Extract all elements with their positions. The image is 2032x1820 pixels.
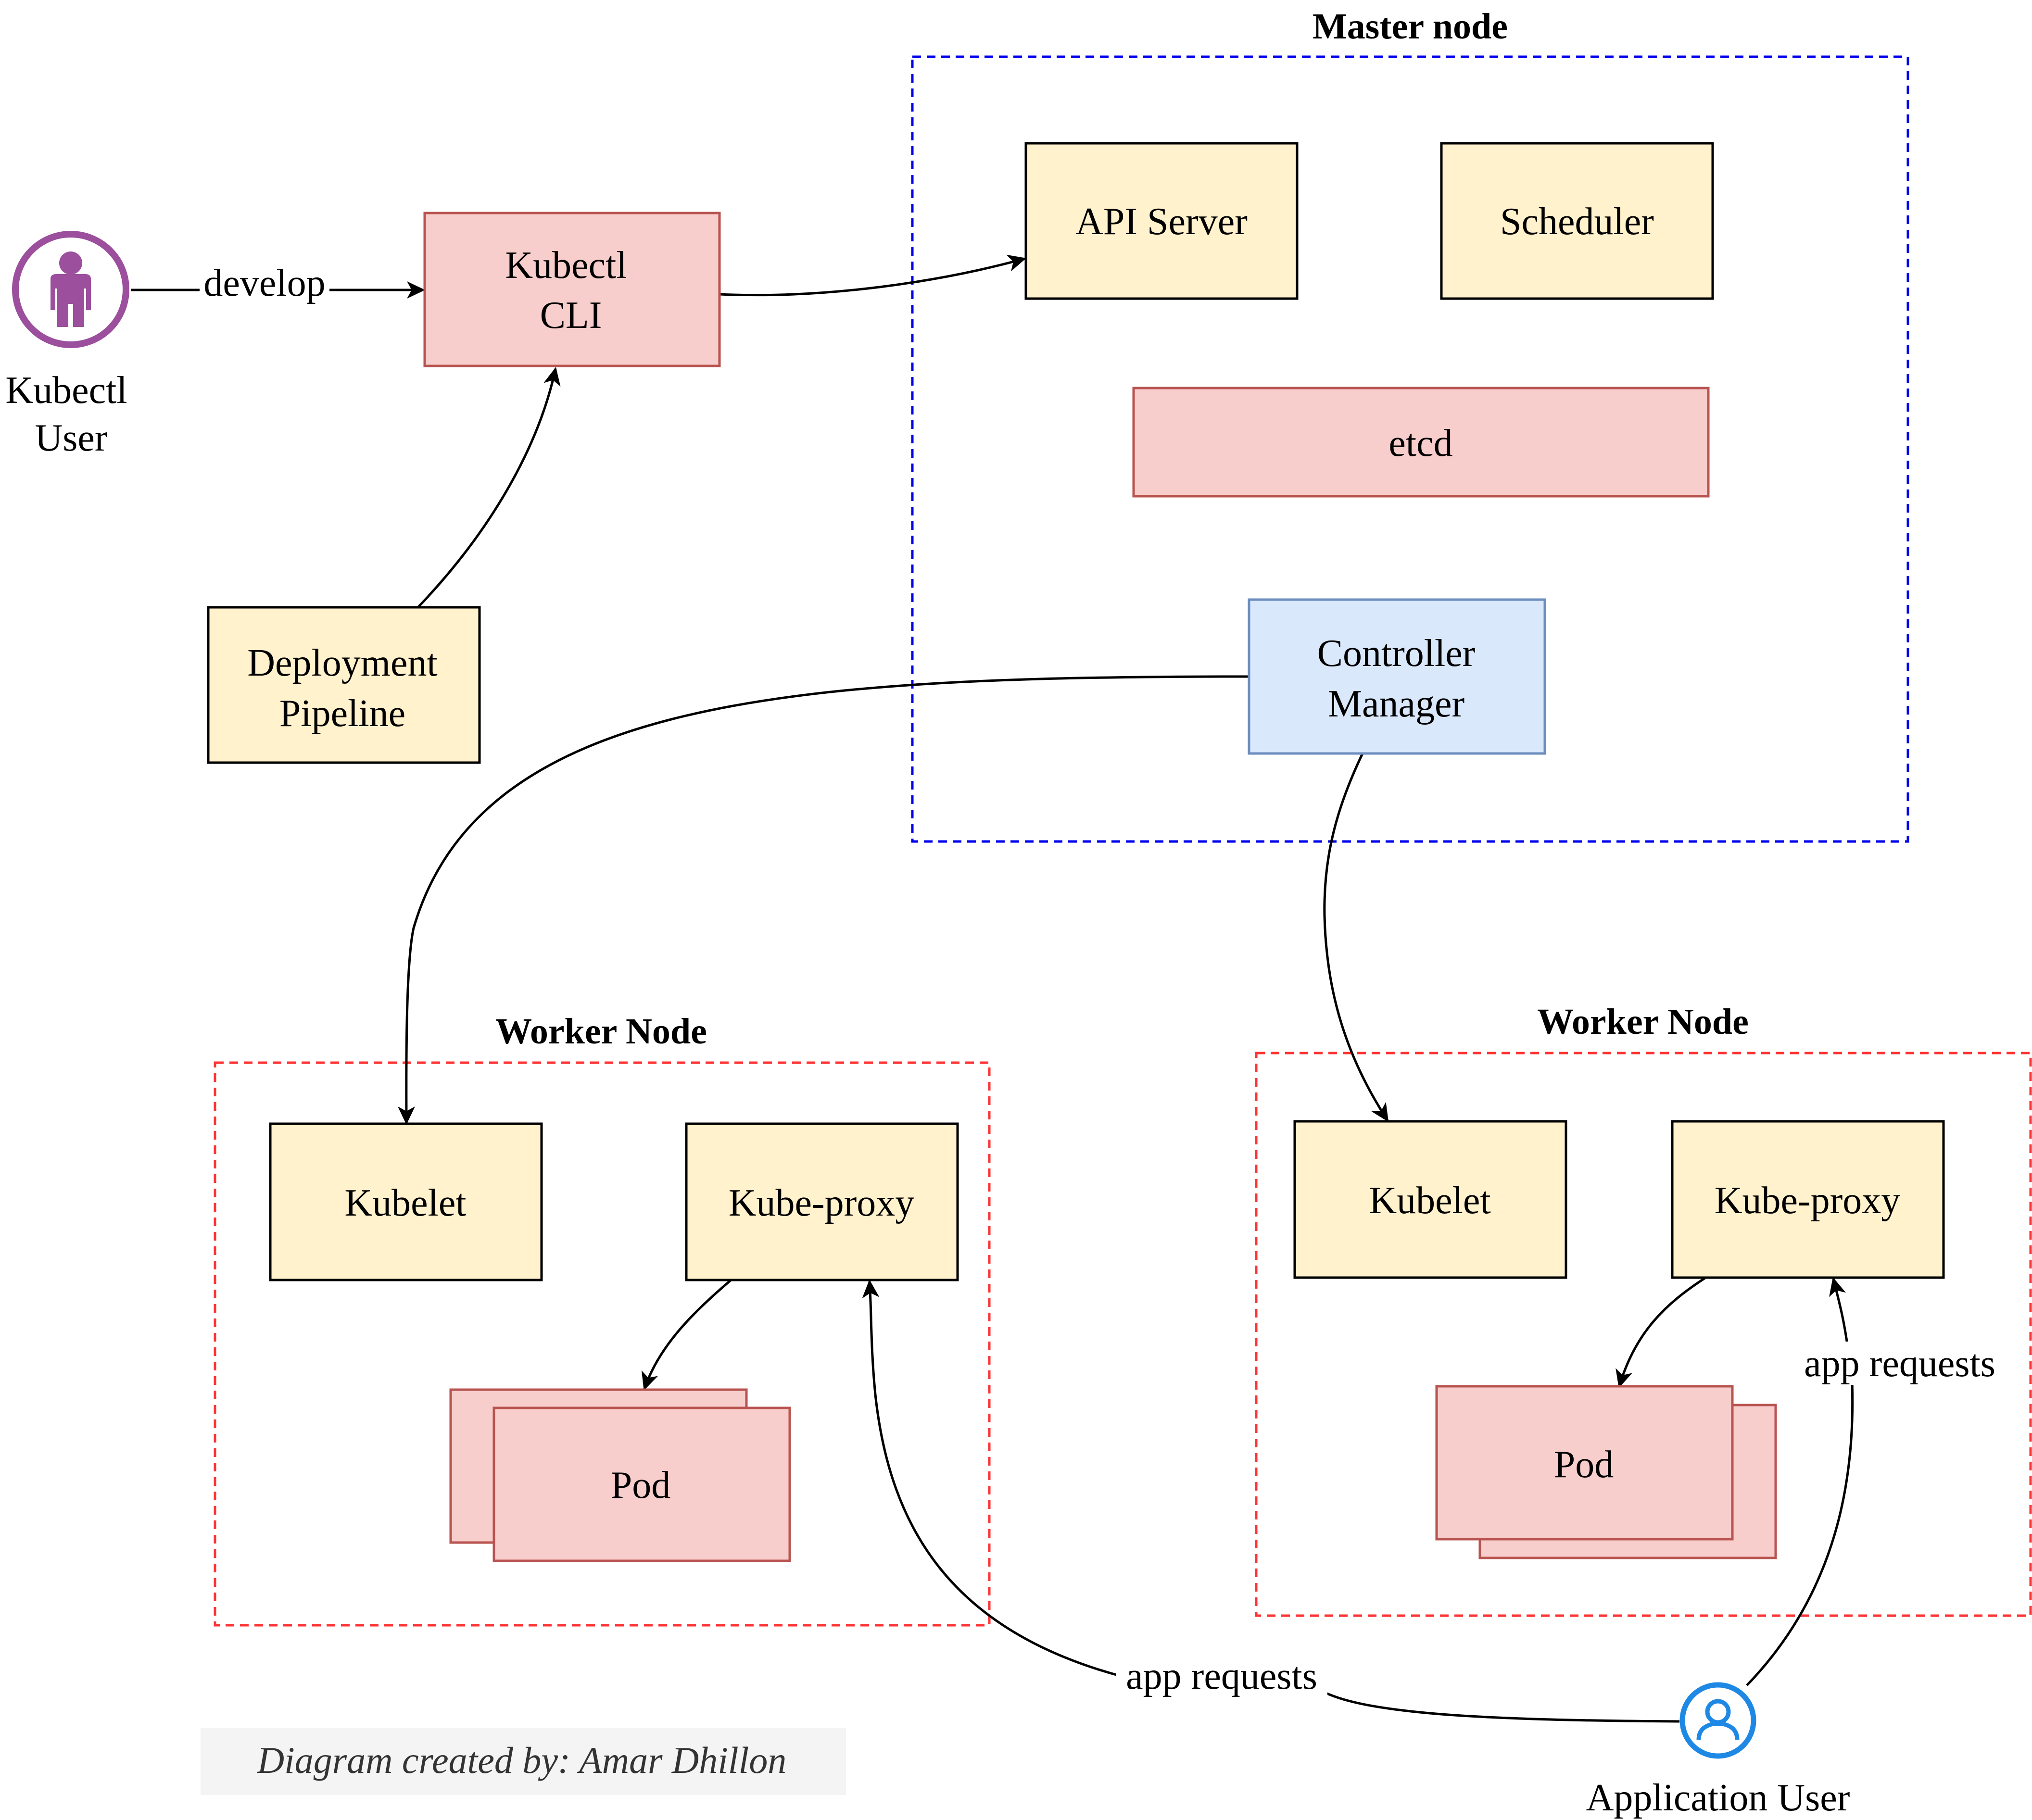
edge-left-proxy-to-pod bbox=[641, 1279, 732, 1391]
kubectl-user-label-line1: Kubectl bbox=[5, 369, 127, 412]
worker-node-right-border bbox=[1255, 1052, 2032, 1617]
application-user: Application User bbox=[1586, 1682, 1850, 1819]
kubectl-cli-box[interactable]: Kubectl CLI bbox=[423, 212, 721, 367]
credit-box: Diagram created by: Amar Dhillon bbox=[201, 1728, 846, 1795]
deployment-pipeline-box[interactable]: Deployment Pipeline bbox=[207, 606, 481, 764]
master-node-group: Master node bbox=[911, 6, 1909, 843]
right-kubelet-box[interactable]: Kubelet bbox=[1293, 1120, 1567, 1279]
kubectl-user-label-line2: User bbox=[35, 417, 107, 459]
edge-cli-to-api-server bbox=[719, 254, 1026, 297]
edge-labels: develop app requests app requests bbox=[200, 262, 2008, 1697]
controller-manager-label-line1: Controller bbox=[1317, 632, 1476, 675]
deployment-pipeline-label-line2: Pipeline bbox=[279, 692, 405, 735]
left-pod-label: Pod bbox=[611, 1464, 671, 1506]
edge-controller-to-left-kubelet bbox=[397, 675, 1249, 1125]
right-pod-stack[interactable]: Pod bbox=[1435, 1385, 1777, 1559]
left-pod-stack[interactable]: Pod bbox=[449, 1388, 791, 1562]
person-icon-figure bbox=[50, 251, 91, 327]
application-user-label: Application User bbox=[1586, 1777, 1850, 1819]
scheduler-label: Scheduler bbox=[1500, 201, 1654, 243]
app-requests-left-label-bg bbox=[1116, 1654, 1327, 1697]
right-kubelet-label: Kubelet bbox=[1369, 1180, 1490, 1222]
worker-node-left-border bbox=[214, 1061, 991, 1627]
api-server-box[interactable]: API Server bbox=[1024, 142, 1299, 300]
user-outline-figure bbox=[1696, 1699, 1740, 1740]
develop-label-bg bbox=[200, 267, 329, 310]
left-kubelet-label: Kubelet bbox=[344, 1182, 466, 1224]
api-server-label: API Server bbox=[1075, 201, 1248, 243]
left-kubelet-box[interactable]: Kubelet bbox=[269, 1122, 543, 1281]
deployment-pipeline-label-line1: Deployment bbox=[247, 642, 437, 684]
kubectl-cli-label-line1: Kubectl bbox=[505, 244, 627, 287]
worker-node-left-title: Worker Node bbox=[495, 1011, 707, 1052]
scheduler-box[interactable]: Scheduler bbox=[1440, 142, 1714, 300]
etcd-label: etcd bbox=[1388, 422, 1452, 464]
master-node-title: Master node bbox=[1313, 6, 1508, 47]
edge-right-proxy-to-pod bbox=[1616, 1277, 1706, 1388]
app-requests-left-label: app requests bbox=[1126, 1655, 1317, 1697]
right-kube-proxy-box[interactable]: Kube-proxy bbox=[1671, 1120, 1945, 1279]
master-node-border bbox=[911, 55, 1909, 843]
left-kube-proxy-box[interactable]: Kube-proxy bbox=[685, 1122, 959, 1281]
left-pod-front bbox=[492, 1406, 791, 1562]
develop-label: develop bbox=[203, 262, 325, 304]
edge-controller-to-right-kubelet bbox=[1323, 753, 1389, 1122]
worker-node-left-group: Worker Node bbox=[214, 1011, 991, 1627]
app-requests-right-label: app requests bbox=[1804, 1343, 1995, 1385]
edge-app-user-to-left-proxy bbox=[870, 1281, 1680, 1723]
credit-background bbox=[201, 1728, 846, 1795]
worker-node-right-title: Worker Node bbox=[1537, 1002, 1749, 1042]
right-pod-label: Pod bbox=[1554, 1443, 1614, 1486]
worker-node-right-group: Worker Node bbox=[1255, 1002, 2032, 1617]
app-requests-right-label-bg bbox=[1796, 1342, 2008, 1385]
right-kube-proxy-label: Kube-proxy bbox=[1715, 1180, 1901, 1222]
right-pod-front bbox=[1435, 1385, 1734, 1541]
left-kube-proxy-label: Kube-proxy bbox=[729, 1182, 915, 1224]
credit-text: Diagram created by: Amar Dhillon bbox=[257, 1739, 787, 1781]
connectors bbox=[131, 254, 1854, 1723]
etcd-box[interactable]: etcd bbox=[1132, 387, 1710, 498]
kubectl-user: Kubectl User bbox=[5, 231, 129, 459]
edge-pipeline-to-cli bbox=[417, 367, 561, 608]
kubectl-cli-label-line2: CLI bbox=[540, 294, 602, 337]
controller-manager-box[interactable]: Controller Manager bbox=[1248, 598, 1546, 755]
controller-manager-label-line2: Manager bbox=[1328, 683, 1464, 725]
